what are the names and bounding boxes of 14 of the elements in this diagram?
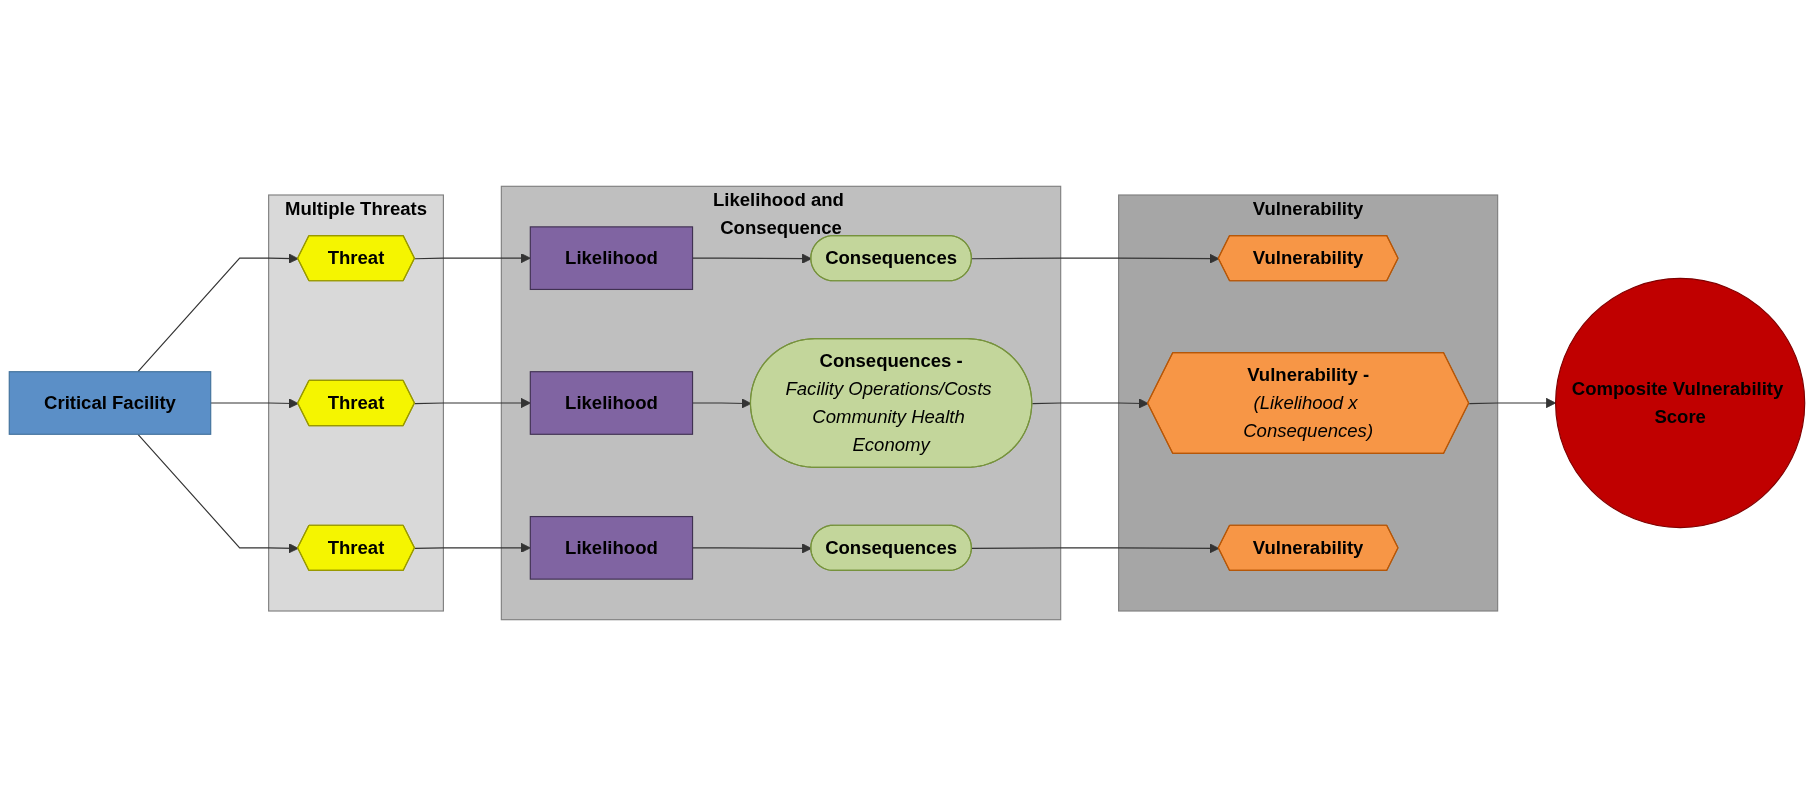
node-box: Likelihood — [529, 371, 694, 435]
node-circle: Composite Vulnerability Score — [1555, 277, 1806, 529]
arrow — [210, 398, 299, 409]
arrow — [137, 433, 299, 554]
arrow — [414, 253, 531, 264]
arrow — [137, 253, 299, 373]
node-box: Critical Facility — [8, 371, 212, 435]
node-box: Likelihood — [529, 226, 694, 290]
arrow — [971, 543, 1220, 554]
arrow — [414, 397, 531, 409]
arrow — [1031, 398, 1149, 409]
node-box: Likelihood — [529, 515, 694, 580]
arrow — [414, 542, 531, 553]
arrow — [971, 253, 1220, 264]
